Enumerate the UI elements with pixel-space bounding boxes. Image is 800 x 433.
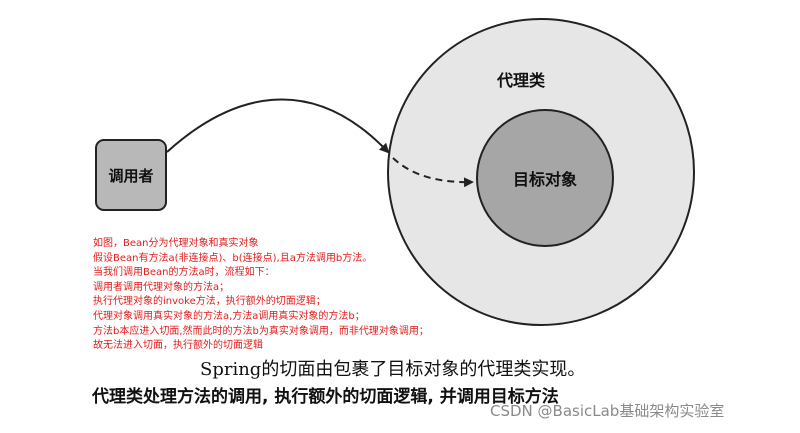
caption-line-2: 代理类处理方法的调用, 执行额外的切面逻辑, 并调用目标方法 xyxy=(92,387,559,407)
proxy-class-label: 代理类 xyxy=(496,71,546,90)
watermark: CSDN @BasicLab基础架构实验室 xyxy=(490,402,725,420)
call-arrow-solid xyxy=(166,98,390,154)
note-line: 当我们调用Bean的方法a时，流程如下： xyxy=(93,267,275,279)
note-line: 假设Bean有方法a(非连接点)、b(连接点),且a方法调用b方法。 xyxy=(93,252,373,264)
note-line: 如图，Bean分为代理对象和真实对象 xyxy=(93,238,259,249)
caller-box xyxy=(95,139,167,211)
note-line: 代理对象调用真实对象的方法a,方法a调用真实对象的方法b； xyxy=(93,310,365,322)
note-line: 方法b本应进入切面,然而此时的方法b为真实对象调用，而非代理对象调用； xyxy=(93,325,429,337)
note-line: 调用者调用代理对象的方法a； xyxy=(93,281,230,293)
target-object-circle xyxy=(476,109,614,247)
target-object-label: 目标对象 xyxy=(513,170,577,189)
call-arrow-dashed xyxy=(392,157,474,188)
explanation-notes: 如图，Bean分为代理对象和真实对象 假设Bean有方法a(非连接点)、b(连接… xyxy=(93,237,429,354)
note-line: 执行代理对象的invoke方法，执行额外的切面逻辑； xyxy=(93,296,326,308)
caller-label: 调用者 xyxy=(108,167,153,185)
caption-line-1: Spring的切面由包裹了目标对象的代理类实现。 xyxy=(200,359,586,380)
note-line: 故无法进入切面，执行额外的切面逻辑 xyxy=(93,340,263,352)
